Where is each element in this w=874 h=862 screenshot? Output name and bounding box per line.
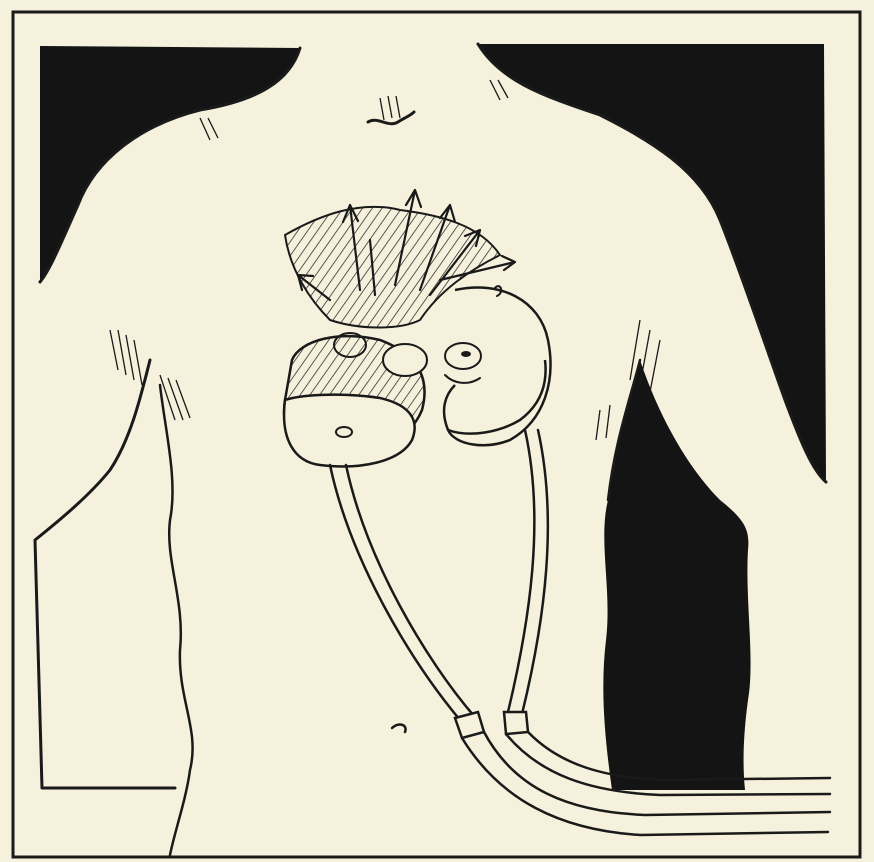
artificial-heart-illustration: [0, 0, 874, 862]
